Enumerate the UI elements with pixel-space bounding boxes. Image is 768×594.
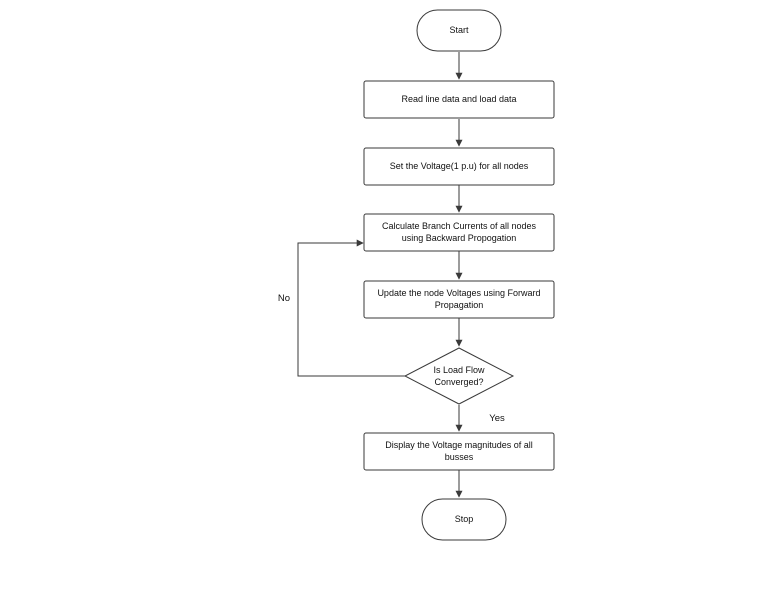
read-data-process bbox=[363, 80, 555, 119]
decision-label-line2: Converged? bbox=[434, 377, 483, 387]
no-edge-label: No bbox=[278, 293, 290, 304]
start-label: Start bbox=[449, 25, 469, 35]
set-voltage-process bbox=[363, 147, 555, 186]
yes-edge-label: Yes bbox=[489, 413, 505, 424]
update-voltages-label-line1: Update the node Voltages using Forward bbox=[377, 288, 540, 298]
start-terminator bbox=[416, 9, 502, 52]
arrow-no-loop-back bbox=[297, 239, 405, 377]
set-voltage-label: Set the Voltage(1 p.u) for all nodes bbox=[390, 161, 529, 171]
update-voltages-process bbox=[363, 280, 555, 319]
calc-currents-label-line1: Calculate Branch Currents of all nodes bbox=[382, 221, 537, 231]
read-data-label: Read line data and load data bbox=[401, 94, 516, 104]
convergence-decision bbox=[403, 347, 515, 405]
display-voltages-label-line2: busses bbox=[445, 452, 474, 462]
update-voltages-label-line2: Propagation bbox=[435, 300, 484, 310]
stop-label: Stop bbox=[455, 514, 474, 524]
display-voltages-label-line1: Display the Voltage magnitudes of all bbox=[385, 440, 533, 450]
decision-label-line1: Is Load Flow bbox=[433, 365, 485, 375]
calc-currents-label-line2: using Backward Propogation bbox=[402, 233, 517, 243]
display-voltages-process bbox=[363, 432, 555, 471]
calc-currents-process bbox=[363, 213, 555, 252]
stop-terminator bbox=[421, 498, 507, 541]
